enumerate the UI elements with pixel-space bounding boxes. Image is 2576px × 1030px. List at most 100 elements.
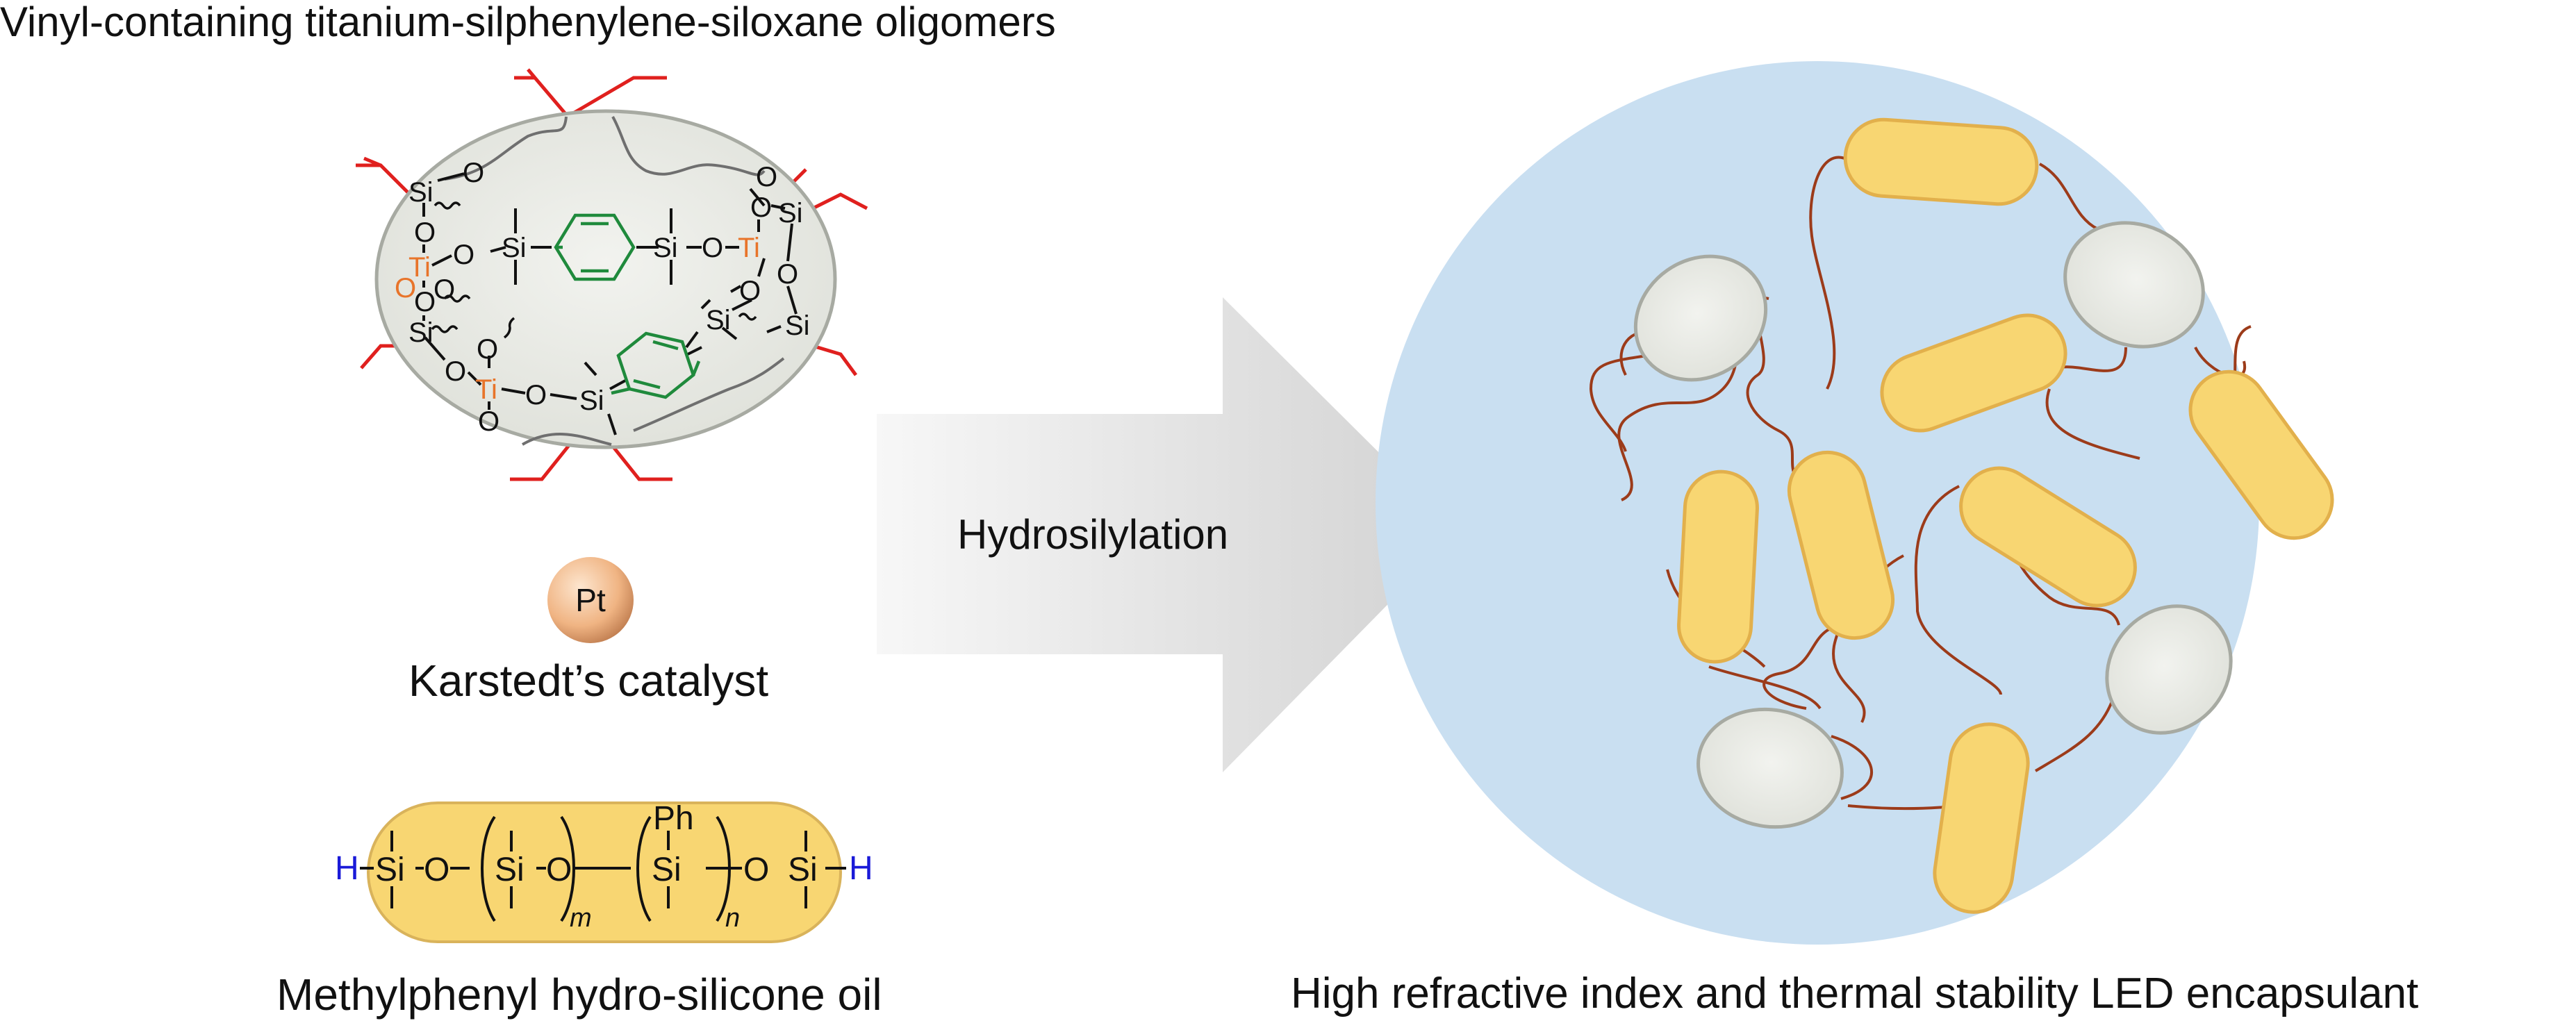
polymer-segment — [1843, 117, 2039, 206]
atom-h: H — [849, 850, 873, 887]
backbone-chains — [444, 116, 785, 446]
atom-si: Si — [653, 233, 678, 263]
oil-atom-labels: H Si O Si O Si Ph O Si H m n — [335, 800, 873, 933]
atom-h: H — [335, 850, 359, 887]
bond — [730, 285, 741, 293]
bond — [467, 371, 482, 386]
bracket-left-n — [636, 815, 652, 922]
atom-si: Si — [408, 317, 434, 348]
bond — [685, 331, 699, 349]
wavy-bond — [503, 317, 515, 339]
bond — [786, 223, 793, 262]
atom-si: Si — [579, 385, 604, 416]
bracket-right-m — [560, 815, 575, 922]
atom-o: O — [743, 852, 769, 888]
atom-o: O — [463, 158, 484, 188]
atom-o: O — [546, 852, 572, 888]
atom-si: Si — [375, 852, 405, 888]
arrow-shape — [877, 297, 1459, 772]
atom-o: O — [414, 217, 436, 248]
wavy-bond — [431, 325, 459, 333]
backbone-chain — [611, 116, 766, 176]
phenylene-rings — [554, 213, 701, 399]
vinyl-group — [568, 76, 667, 117]
bracket-right-n — [716, 815, 731, 922]
oligomer-nodes — [1633, 221, 2233, 829]
bond — [732, 299, 752, 311]
crosslink — [2034, 701, 2113, 772]
polymer-segment — [1677, 470, 1759, 664]
bond — [770, 204, 786, 210]
atom-si: Si — [706, 305, 731, 335]
atom-si: Si — [502, 233, 527, 263]
polymer-segments — [1677, 117, 2334, 914]
atom-o: O — [777, 259, 798, 290]
atom-si: Si — [495, 852, 525, 888]
oligomer-node — [1696, 707, 1844, 829]
ring-bond — [611, 387, 630, 395]
oligomer-node — [2105, 604, 2233, 735]
atom-o: O — [750, 192, 772, 223]
atom-o: O — [424, 852, 449, 888]
bond — [786, 285, 798, 315]
backbone-chain — [444, 116, 568, 181]
wavy-bond — [443, 294, 471, 303]
pt-sphere — [547, 557, 634, 643]
crosslink — [1831, 735, 1874, 800]
atom-o: O — [478, 406, 499, 437]
crosslink — [1914, 485, 2002, 695]
bond — [757, 258, 766, 277]
backbone-chain — [521, 433, 612, 446]
atom-o: O — [453, 240, 474, 270]
atom-labels: Si O O Ti O O O O Si Si Si O Ti O O Si O… — [395, 158, 810, 437]
atom-ti: Ti — [475, 374, 497, 405]
wavy-bonds — [431, 201, 757, 339]
bond — [584, 361, 597, 376]
bracket-left-m — [481, 815, 496, 922]
atom-si: Si — [785, 310, 810, 341]
bond — [501, 388, 526, 394]
polymer-segment — [1880, 313, 2067, 433]
encapsulant-label: High refractive index and thermal stabil… — [1291, 970, 2419, 1017]
wavy-bond — [434, 201, 461, 210]
atom-o: O — [756, 162, 777, 192]
oligomer-title: Vinyl-containing titanium-silphenylene-s… — [0, 0, 1056, 45]
vinyl-group — [510, 443, 571, 481]
bond — [424, 336, 446, 361]
atom-ti: Ti — [738, 233, 760, 263]
atom-o: O — [739, 276, 761, 306]
atom-o: O — [434, 274, 455, 305]
backbone-chain — [633, 357, 785, 432]
crosslink — [2039, 163, 2099, 231]
atom-si: Si — [408, 177, 434, 208]
ring-double-bond — [633, 379, 661, 390]
vinyl-group — [811, 192, 868, 210]
polymer-segment — [1787, 450, 1895, 640]
atom-o: O — [395, 273, 416, 304]
silicone-oil-label: Methylphenyl hydro-silicone oil — [276, 970, 882, 1020]
crosslink — [1762, 624, 1849, 710]
network-structure — [1376, 61, 2334, 945]
oligomer-node — [2063, 221, 2205, 349]
polymer-segment — [1933, 722, 2030, 914]
vinyl-group — [514, 68, 568, 116]
atom-o: O — [525, 380, 547, 410]
bond — [721, 326, 738, 340]
pt-symbol: Pt — [575, 582, 606, 618]
bond — [609, 379, 626, 390]
pt-catalyst: Pt — [547, 557, 634, 643]
bonds — [422, 172, 798, 435]
reaction-arrow — [877, 297, 1459, 772]
crosslink — [1809, 156, 1849, 390]
atom-ph: Ph — [653, 800, 694, 837]
atom-si: Si — [788, 852, 818, 888]
silicone-oil: H Si O Si O Si Ph O Si H m n — [335, 800, 873, 943]
oligomer-node — [1633, 254, 1768, 382]
bond — [550, 393, 577, 400]
bond — [490, 246, 506, 253]
atom-si: Si — [652, 852, 682, 888]
atom-o: O — [477, 334, 498, 365]
crosslink — [1708, 665, 1822, 710]
